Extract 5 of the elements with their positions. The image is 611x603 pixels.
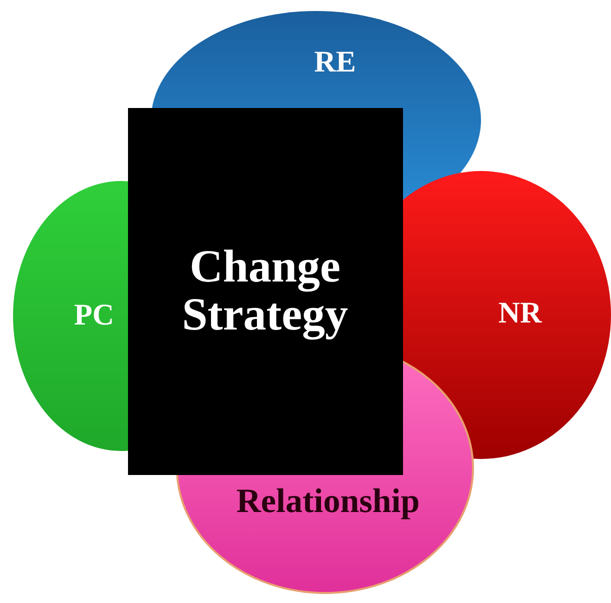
node-label: PC [74,299,114,331]
node-label: Relationship [236,484,420,520]
node-label: NR [498,297,542,329]
node-label: RE [314,46,356,78]
node-label: Change Strategy [180,242,350,340]
